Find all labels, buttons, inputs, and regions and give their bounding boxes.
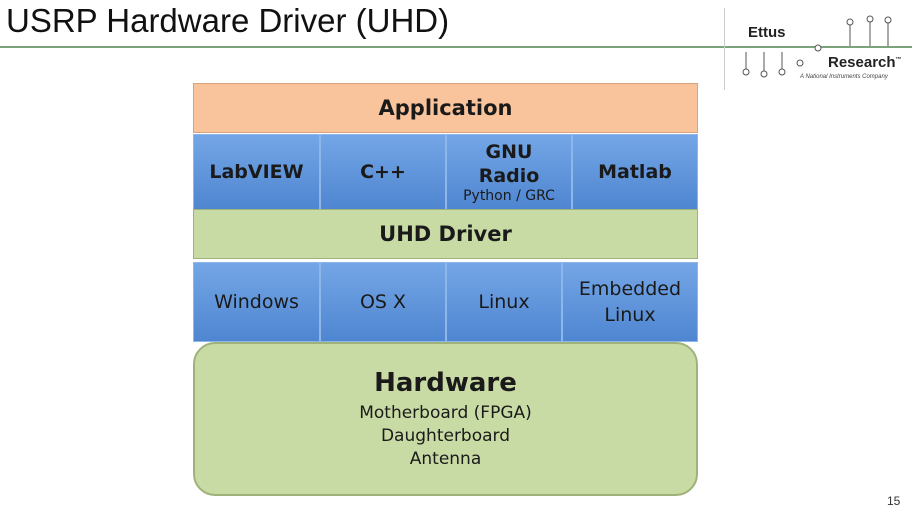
hardware-item-antenna: Antenna	[409, 448, 482, 469]
hardware-title: Hardware	[374, 367, 517, 398]
os-osx-box: OS X	[320, 262, 446, 342]
logo-text-research: Research™	[828, 54, 902, 71]
hardware-item-daughterboard: Daughterboard	[380, 425, 511, 446]
logo-tagline: A National Instruments Company	[800, 74, 888, 80]
lang-cpp-label: C++	[360, 161, 406, 183]
os-embedded-linux-label: Embedded Linux	[578, 278, 682, 326]
application-layer: Application	[193, 83, 698, 133]
lang-gnuradio-label: GNU Radio	[478, 141, 540, 187]
title-rule	[0, 46, 912, 48]
lang-gnuradio-sublabel: Python / GRC	[463, 188, 555, 204]
application-label: Application	[378, 96, 513, 120]
lang-labview-box: LabVIEW	[193, 134, 320, 210]
lang-labview-label: LabVIEW	[209, 161, 304, 183]
trademark-mark: ™	[895, 57, 902, 63]
os-windows-box: Windows	[193, 262, 320, 342]
os-linux-label: Linux	[478, 291, 530, 313]
lang-matlab-label: Matlab	[598, 161, 672, 183]
os-linux-box: Linux	[446, 262, 562, 342]
uhd-driver-label: UHD Driver	[379, 222, 512, 246]
hardware-item-motherboard: Motherboard (FPGA)	[359, 402, 532, 423]
logo-circuit-graphic	[742, 15, 892, 78]
os-embedded-linux-box: Embedded Linux	[562, 262, 698, 342]
os-osx-label: OS X	[359, 291, 407, 313]
hardware-layer: Hardware Motherboard (FPGA) Daughterboar…	[193, 342, 698, 496]
page-number: 15	[887, 494, 901, 508]
lang-gnuradio-box: GNU Radio Python / GRC	[446, 134, 572, 210]
logo-text-ettus: Ettus	[748, 24, 786, 41]
uhd-driver-layer: UHD Driver	[193, 209, 698, 259]
lang-matlab-box: Matlab	[572, 134, 698, 210]
ettus-research-logo: Ettus Research™ A National Instruments C…	[724, 8, 920, 90]
slide-title: USRP Hardware Driver (UHD)	[6, 2, 450, 39]
logo-divider	[724, 8, 725, 90]
os-windows-label: Windows	[214, 291, 299, 313]
lang-cpp-box: C++	[320, 134, 446, 210]
